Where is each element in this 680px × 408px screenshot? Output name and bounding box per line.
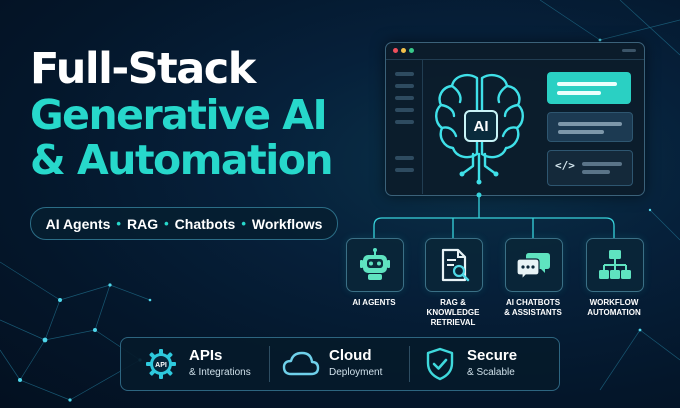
tag-separator: •: [241, 216, 246, 231]
brain-icon: [435, 74, 524, 185]
sidebar-line: [395, 96, 414, 100]
tag-workflows: Workflows: [251, 215, 323, 232]
robot-icon: [360, 248, 390, 280]
window-sidebar: [386, 60, 423, 194]
window-menu-icon: [622, 49, 636, 52]
feature-secure-subtitle: & Scalable: [467, 367, 515, 378]
window-minimize-dot: [401, 48, 406, 53]
window-close-dot: [393, 48, 398, 53]
sidebar-line: [395, 72, 414, 76]
feature-secure-title: Secure: [467, 347, 518, 364]
workflow-icon: [599, 250, 631, 279]
headline-line-3: & Automation: [30, 136, 334, 184]
tag-chatbots: Chatbots: [174, 215, 236, 232]
bubble-line: [557, 91, 601, 95]
service-label-ai-agents: AI AGENTS: [352, 298, 396, 307]
sidebar-line: [395, 120, 414, 124]
window-titlebar: [386, 43, 644, 60]
tag-separator: •: [116, 216, 121, 231]
sidebar-line: [395, 108, 414, 112]
headline: Full-Stack Generative AI & Automation: [30, 44, 334, 184]
feature-divider: [409, 346, 410, 382]
code-icon: </>: [555, 159, 575, 172]
window-maximize-dot: [409, 48, 414, 53]
service-card-chatbots: [505, 238, 563, 292]
service-label-workflow: WORKFLOW AUTOMATION: [587, 298, 641, 317]
chat-bubble: [547, 112, 633, 142]
feature-cloud-title: Cloud: [329, 347, 372, 364]
feature-cloud: Cloud Deployment: [271, 338, 407, 390]
service-card-workflow: [586, 238, 644, 292]
service-card-ai-agents: [346, 238, 404, 292]
service-card-rag: [425, 238, 483, 292]
ai-chip-label: AI: [464, 110, 498, 142]
bubble-line: [558, 122, 622, 126]
sidebar-line: [395, 84, 414, 88]
bubble-line: [558, 130, 604, 134]
api-icon-text: API: [155, 362, 167, 369]
tag-separator: •: [164, 216, 169, 231]
code-bubble: [547, 150, 633, 186]
feature-apis: API APIs & Integrations: [121, 338, 267, 390]
feature-cloud-subtitle: Deployment: [329, 367, 383, 378]
bubble-line: [557, 82, 617, 86]
chat-bubbles-icon: [516, 253, 550, 281]
sidebar-line: [395, 156, 414, 160]
tag-ai-agents: AI Agents: [45, 215, 111, 232]
document-search-icon: [441, 248, 470, 282]
api-gear-icon: API: [146, 349, 176, 379]
feature-divider: [269, 346, 270, 382]
feature-apis-title: APIs: [189, 347, 223, 364]
bubble-line: [582, 170, 610, 174]
tag-rag: RAG: [126, 215, 159, 232]
chat-bubble-highlight: [547, 72, 631, 104]
feature-apis-subtitle: & Integrations: [189, 367, 251, 378]
tag-pill: AI Agents • RAG • Chatbots • Workflows: [30, 207, 338, 240]
bubble-line: [582, 162, 622, 166]
shield-check-icon: [426, 347, 454, 381]
service-label-chatbots: AI CHATBOTS & ASSISTANTS: [504, 298, 562, 317]
headline-line-2: Generative AI: [30, 91, 328, 139]
feature-bar: API APIs & Integrations Cloud Deployment…: [120, 337, 560, 391]
service-label-rag: RAG & KNOWLEDGE RETRIEVAL: [426, 298, 480, 327]
feature-secure: Secure & Scalable: [411, 338, 557, 390]
headline-line-1: Full-Stack: [30, 44, 256, 94]
cloud-icon: [282, 351, 320, 376]
sidebar-line: [395, 168, 414, 172]
